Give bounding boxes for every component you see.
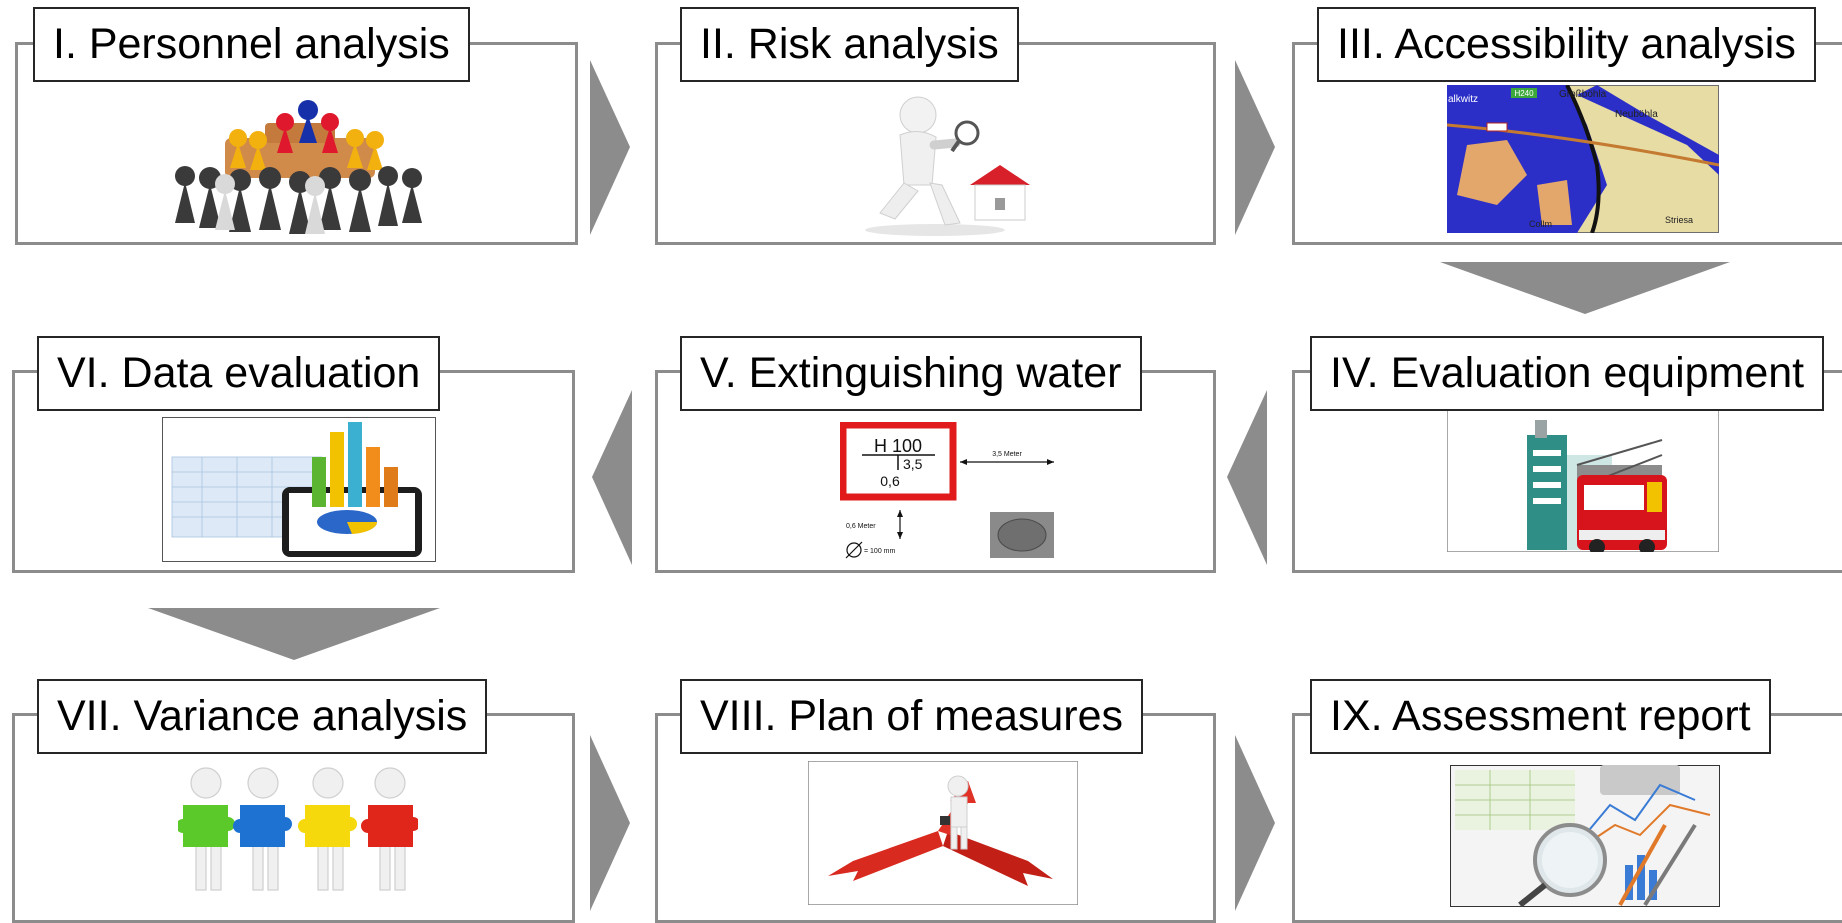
game-pieces-icon: [175, 100, 422, 234]
step-6-label: VI. Data evaluation: [37, 336, 441, 411]
arrow-left-1: [592, 390, 632, 565]
hydrant-sign-icon: H 100 3,5 0,6 3,5 Meter 0,6 Meter = 100 …: [840, 422, 1056, 560]
step-3-label: III. Accessibility analysis: [1317, 7, 1816, 82]
step-3-tick: [1292, 42, 1310, 56]
hydrant-down-value: 0,6: [880, 473, 900, 489]
step-1-label: I. Personnel analysis: [33, 7, 470, 82]
step-6-tick: [12, 370, 30, 384]
step-4-tick: [1292, 370, 1310, 384]
hydrant-width-label: 3,5 Meter: [992, 451, 1022, 458]
arrow-right-3: [590, 735, 630, 911]
step-9-label: IX. Assessment report: [1310, 679, 1771, 754]
hydrant-height-label: 0,6 Meter: [846, 523, 876, 530]
step-7-label: VII. Variance analysis: [37, 679, 488, 754]
crossroads-figure-icon: [808, 761, 1078, 905]
step-5-tick: [655, 370, 673, 384]
hydrant-diameter-label: = 100 mm: [864, 548, 895, 555]
step-7-tick: [12, 713, 30, 727]
report-documents-icon: [1450, 765, 1720, 907]
arrow-down-1: [1440, 262, 1730, 314]
hydrant-right-value: 3,5: [903, 456, 923, 472]
arrow-right-1: [590, 60, 630, 235]
puzzle-figures-icon: [178, 767, 418, 891]
arrow-down-2: [148, 608, 440, 660]
map-place-1: alkwitz: [1448, 94, 1478, 105]
arrow-right-2: [1235, 60, 1275, 235]
magnifier-figure-icon: [865, 96, 1030, 236]
hydrant-code: H 100: [874, 436, 922, 456]
step-2-label: II. Risk analysis: [680, 7, 1019, 82]
arrow-right-4: [1235, 735, 1275, 911]
fire-station-truck-icon: [1447, 410, 1719, 552]
map-place-4: Collm: [1529, 219, 1552, 229]
step-4-label: IV. Evaluation equipment: [1310, 336, 1825, 411]
step-8-tick: [655, 713, 673, 727]
map-place-3: Neuböhla: [1615, 109, 1658, 120]
step-1-tick: [15, 42, 33, 56]
step-8-label: VIII. Plan of measures: [680, 679, 1144, 754]
step-5-label: V. Extinguishing water: [680, 336, 1142, 411]
arrow-left-2: [1227, 390, 1267, 565]
tablet-chart-icon: [162, 417, 436, 562]
map-place-2: Großböhla: [1559, 89, 1607, 100]
step-2-tick: [655, 42, 673, 56]
map-icon: H240 alkwitz Großböhla Neuböhla Collm St…: [1447, 85, 1719, 233]
step-9-tick: [1292, 713, 1310, 727]
map-place-5: Striesa: [1665, 215, 1693, 225]
map-road-sign: H240: [1514, 89, 1534, 98]
